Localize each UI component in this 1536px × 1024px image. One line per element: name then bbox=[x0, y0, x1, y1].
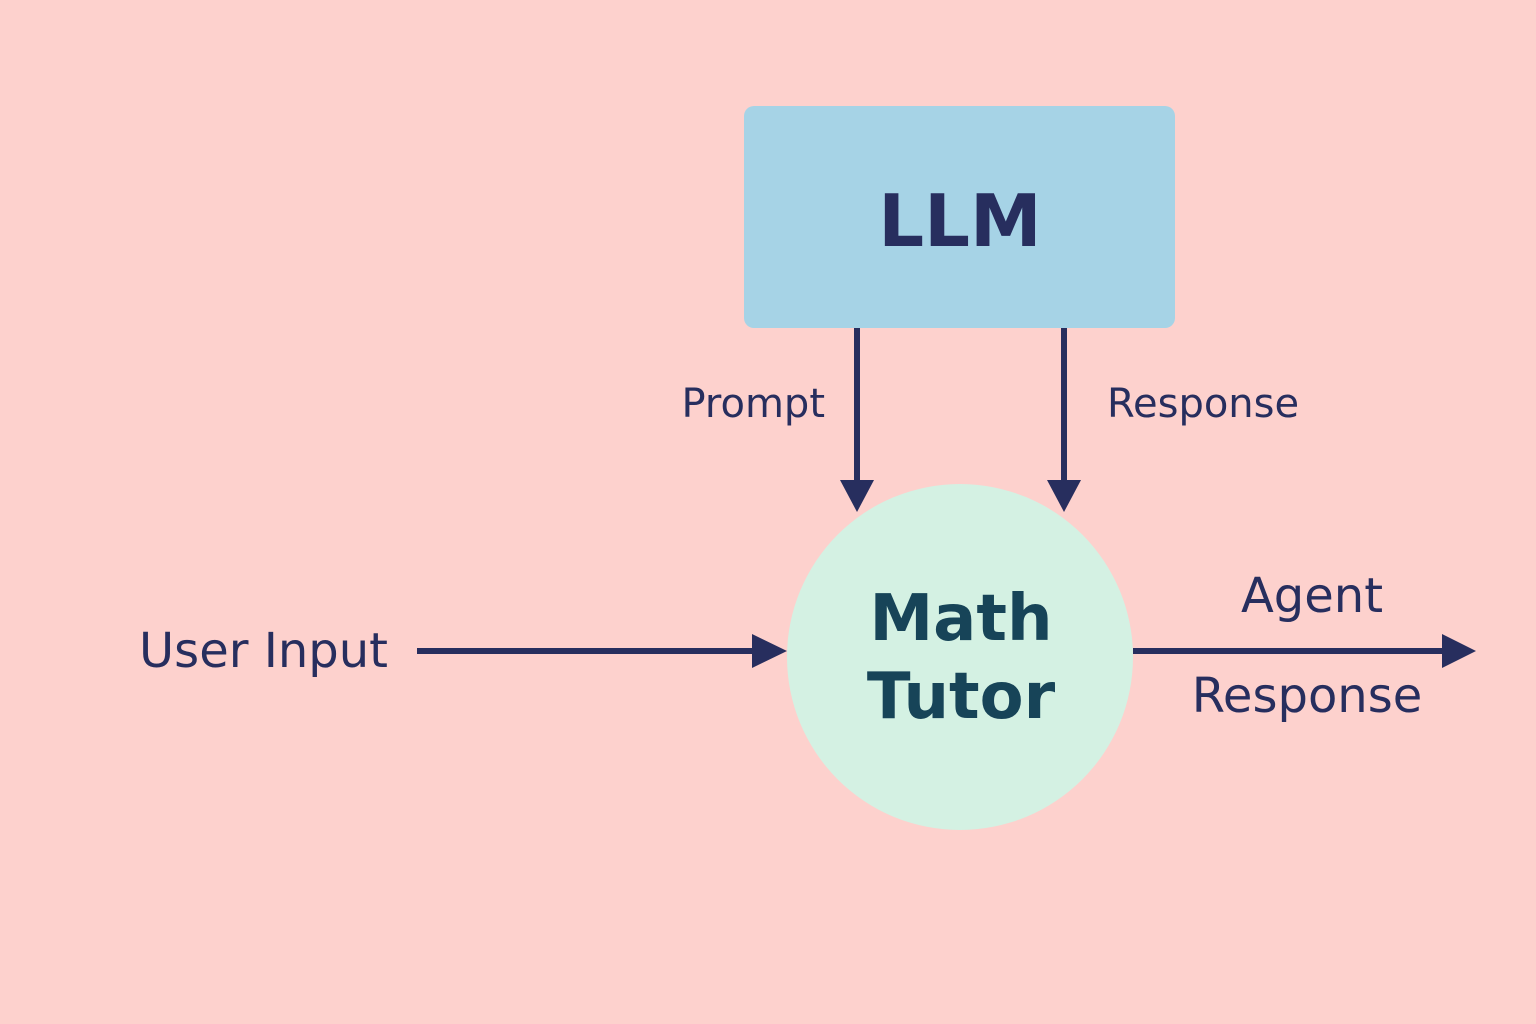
agent-response-arrow-head bbox=[1442, 634, 1476, 668]
agent-response-label-line1: Agent bbox=[1241, 568, 1383, 624]
math-tutor-circle bbox=[787, 484, 1133, 830]
prompt-label: Prompt bbox=[682, 381, 826, 427]
user-input-arrow-head bbox=[752, 634, 787, 668]
user-input-arrow bbox=[417, 634, 787, 668]
response-arrow-head bbox=[1047, 480, 1081, 512]
prompt-arrow-head bbox=[840, 480, 874, 512]
user-input-label: User Input bbox=[139, 623, 388, 679]
llm-node: LLM bbox=[744, 106, 1175, 328]
agent-response-label-line2: Response bbox=[1192, 668, 1423, 724]
llm-label: LLM bbox=[878, 179, 1041, 263]
response-label: Response bbox=[1107, 381, 1299, 427]
agent-response-arrow bbox=[1133, 634, 1476, 668]
prompt-arrow bbox=[840, 328, 874, 512]
response-arrow bbox=[1047, 328, 1081, 512]
math-tutor-label-line2: Tutor bbox=[867, 660, 1056, 734]
llm-box bbox=[744, 106, 1175, 328]
math-tutor-label-line1: Math bbox=[869, 582, 1052, 656]
math-tutor-node: Math Tutor bbox=[787, 484, 1133, 830]
